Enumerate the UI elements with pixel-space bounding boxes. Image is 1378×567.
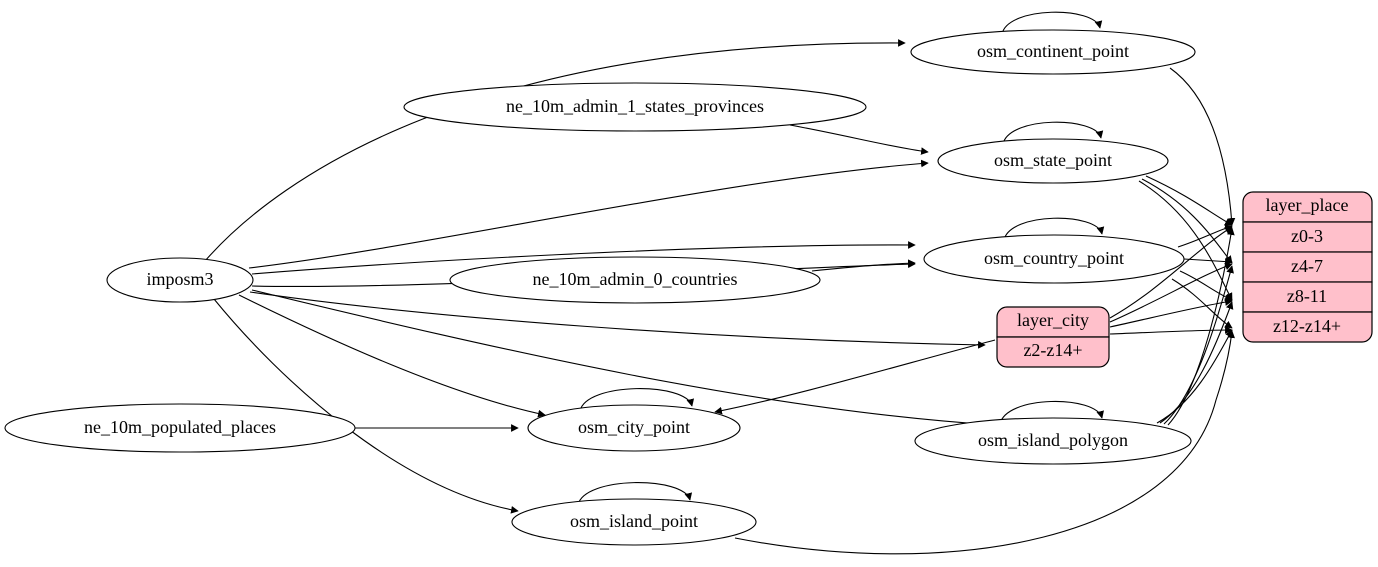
node-osm_city_point[interactable]: osm_city_point xyxy=(527,404,741,452)
node-label-osm_city_point: osm_city_point xyxy=(578,417,690,437)
node-layer: imposm3 ne_10m_populated_places ne_10m_a… xyxy=(4,29,1196,546)
edge-imposm3-to-layer_city xyxy=(249,291,986,349)
node-label-osm_state_point: osm_state_point xyxy=(994,150,1112,170)
self-loop-osm_island_point xyxy=(577,482,693,506)
edge-osm_state_point-to-layer_place-z4-7 xyxy=(1141,178,1233,264)
edge-osm_state_point-to-layer_place-z8-11 xyxy=(1138,180,1233,301)
edge-layer_city-to-layer_place-z8-11 xyxy=(1109,298,1233,328)
node-label-imposm3: imposm3 xyxy=(146,269,213,289)
record-label-layer_city-header: layer_city xyxy=(1017,310,1089,330)
edge-osm_island_polygon-to-layer_place-z12-z14 xyxy=(1156,329,1233,424)
node-osm_state_point[interactable]: osm_state_point xyxy=(937,138,1169,184)
edge-imposm3-to-osm_country_point xyxy=(251,241,916,275)
edge-layer_city-to-layer_place-z12-z14 xyxy=(1109,326,1233,335)
record-label-layer_place-z8-11: z8-11 xyxy=(1287,286,1327,306)
record-node-layer_city[interactable]: layer_city z2-z14+ xyxy=(996,306,1110,368)
edge-osm_island_polygon-to-layer_place-z4-7 xyxy=(1163,265,1234,425)
self-loop-osm_state_point xyxy=(1002,121,1104,145)
edge-imposm3-to-osm_city_point xyxy=(238,294,546,418)
record-row-layer_place-z8-11[interactable] xyxy=(1242,281,1373,313)
edge-imposm3-to-osm_island_polygon xyxy=(251,289,996,429)
record-label-layer_place-z0-3: z0-3 xyxy=(1291,226,1323,246)
record-row-layer_place-z4-7[interactable] xyxy=(1242,251,1373,283)
record-label-layer_city-z2-z14: z2-z14+ xyxy=(1023,340,1082,360)
edge-ne_10m_admin_1_states_provinces-to-osm_state_point xyxy=(789,124,929,155)
node-osm_country_point[interactable]: osm_country_point xyxy=(923,234,1185,284)
node-osm_island_polygon[interactable]: osm_island_polygon xyxy=(914,417,1192,465)
record-row-layer_place-z0-3[interactable] xyxy=(1242,221,1373,253)
node-label-ne_10m_populated_places: ne_10m_populated_places xyxy=(84,417,276,437)
record-row-layer_city-z2-z14[interactable] xyxy=(996,336,1110,368)
node-ne_10m_populated_places[interactable]: ne_10m_populated_places xyxy=(4,403,356,453)
record-row-layer_place-z12-z14[interactable] xyxy=(1242,311,1373,343)
record-label-layer_place-header: layer_place xyxy=(1266,195,1349,215)
node-label-ne_10m_admin_1_states_provinces: ne_10m_admin_1_states_provinces xyxy=(506,96,764,116)
edge-osm_continent_point-to-layer_place-z0-3 xyxy=(1169,67,1236,226)
edge-imposm3-to-osm_state_point xyxy=(248,159,929,269)
self-loop-osm_continent_point xyxy=(1001,11,1103,35)
edge-osm_country_point-to-layer_place-z8-11 xyxy=(1179,270,1233,301)
node-label-osm_island_point: osm_island_point xyxy=(570,511,698,531)
edge-imposm3-to-osm_island_point xyxy=(213,298,519,514)
record-label-layer_place-z12-z14: z12-z14+ xyxy=(1273,316,1341,336)
record-layer: layer_city z2-z14+ layer_place z0-3 z4-7… xyxy=(996,191,1373,368)
node-label-osm_continent_point: osm_continent_point xyxy=(977,41,1129,61)
edge-osm_island_polygon-to-layer_place-z0-3 xyxy=(1167,227,1235,426)
node-ne_10m_admin_1_states_provinces[interactable]: ne_10m_admin_1_states_provinces xyxy=(403,82,867,132)
self-loop-osm_country_point xyxy=(1003,217,1105,241)
edge-osm_country_point-to-layer_place-z4-7 xyxy=(1183,257,1233,266)
record-node-layer_place[interactable]: layer_place z0-3 z4-7 z8-11 z12-z14+ xyxy=(1242,191,1373,343)
edge-osm_state_point-to-layer_place-z0-3 xyxy=(1145,175,1233,226)
edge-imposm3-to-osm_continent_point xyxy=(204,39,906,262)
node-ne_10m_admin_0_countries[interactable]: ne_10m_admin_0_countries xyxy=(449,256,821,304)
self-loop-osm_city_point xyxy=(579,388,695,412)
edge-layer xyxy=(204,11,1236,555)
node-label-osm_country_point: osm_country_point xyxy=(984,248,1124,268)
edge-layer_city-to-layer_place-z4-7 xyxy=(1109,262,1233,323)
edge-layer_city-to-layer_place-z0-3 xyxy=(1109,226,1233,319)
edge-ne_10m_admin_0_countries-to-osm_country_point xyxy=(811,259,916,272)
record-label-layer_place-z4-7: z4-7 xyxy=(1291,256,1323,276)
self-loop-osm_island_polygon xyxy=(999,400,1104,425)
node-osm_continent_point[interactable]: osm_continent_point xyxy=(910,29,1196,75)
edge-osm_island_point-to-layer_place-z12-z14 xyxy=(734,330,1236,555)
node-osm_island_point[interactable]: osm_island_point xyxy=(511,498,757,546)
node-imposm3[interactable]: imposm3 xyxy=(106,257,254,303)
edge-layer_city-to-osm_city_point xyxy=(714,339,996,415)
edge-osm_country_point-to-layer_place-z12-z14 xyxy=(1171,278,1233,329)
node-label-ne_10m_admin_0_countries: ne_10m_admin_0_countries xyxy=(533,269,738,289)
node-label-osm_island_polygon: osm_island_polygon xyxy=(978,430,1128,450)
